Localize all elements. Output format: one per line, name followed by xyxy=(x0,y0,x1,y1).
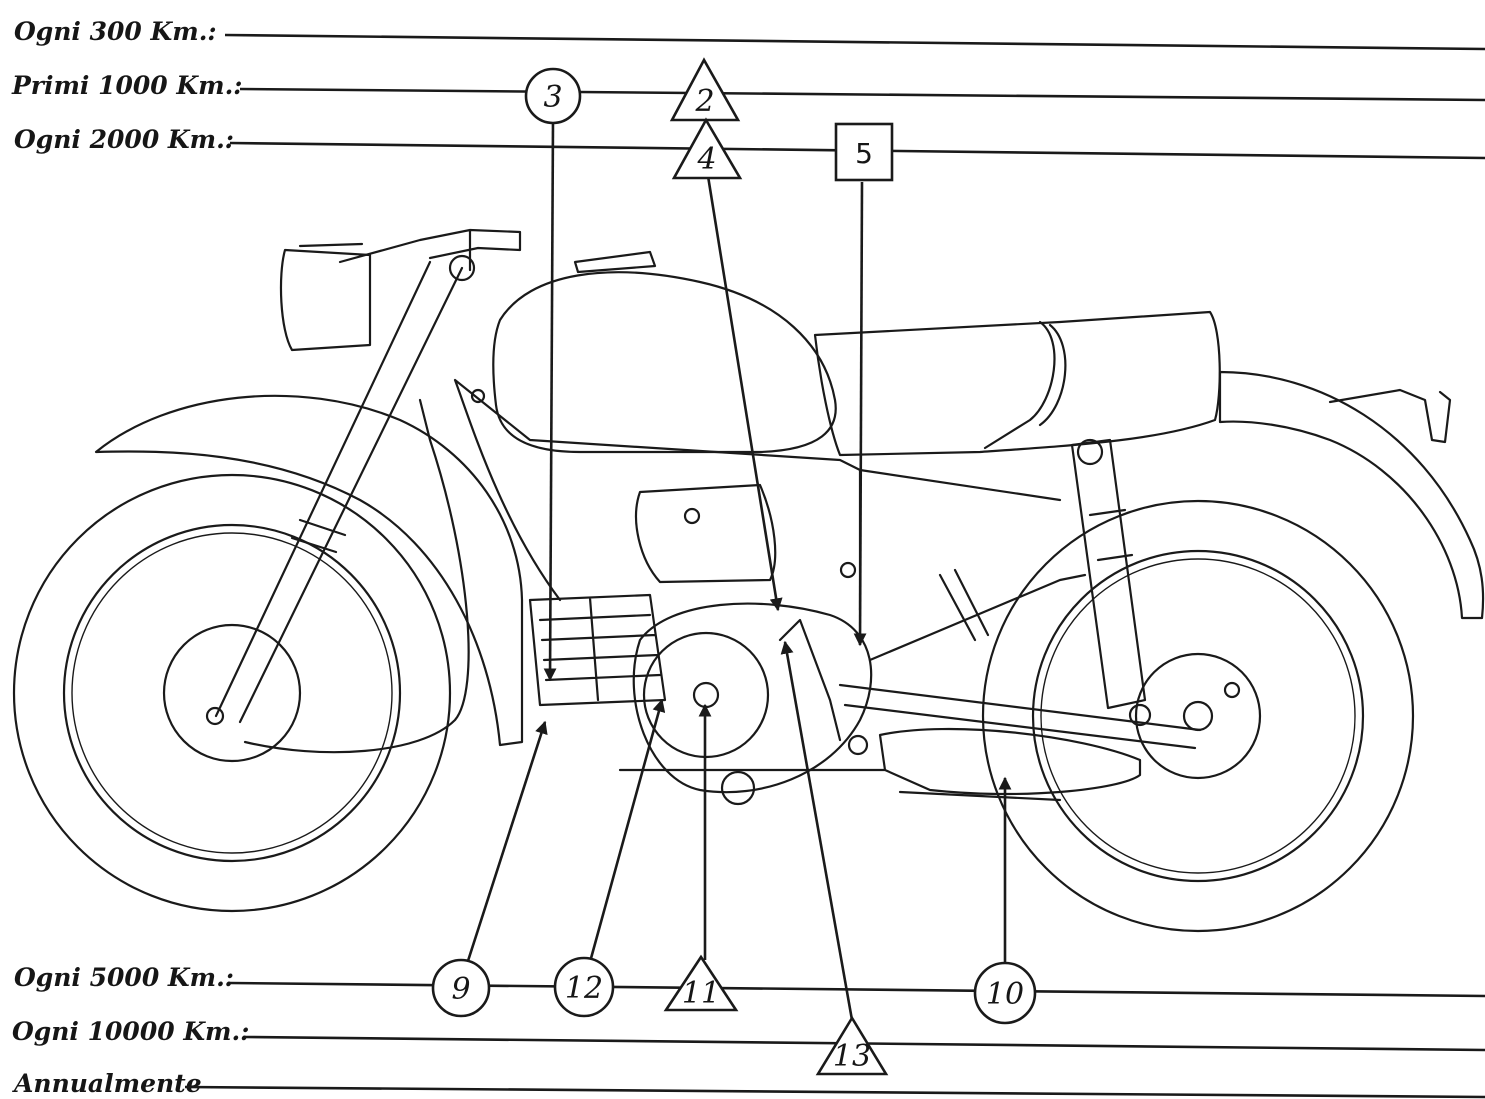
leader-9 xyxy=(465,720,548,965)
rear-wheel xyxy=(981,499,1415,933)
marker-2: 2 xyxy=(669,57,741,122)
leader-4 xyxy=(706,175,783,612)
marker-11: 11 xyxy=(663,954,739,1012)
front-mudguard xyxy=(94,394,524,747)
swing-arm xyxy=(838,573,1202,750)
front-wheel xyxy=(12,473,452,913)
headlamp xyxy=(279,242,372,352)
svg-text:5: 5 xyxy=(855,137,873,170)
marker-10: 10 xyxy=(973,961,1037,1025)
label-first-1000-km: Primi 1000 Km.: xyxy=(11,71,243,100)
rear-mudguard xyxy=(1218,370,1485,620)
svg-text:9: 9 xyxy=(451,972,470,1007)
marker-12: 12 xyxy=(553,956,615,1018)
marker-4: 4 xyxy=(671,117,743,180)
marker-3: 3 xyxy=(524,67,582,125)
svg-text:13: 13 xyxy=(833,1039,871,1074)
line-every-300-km xyxy=(224,33,1485,51)
label-every-300-km: Ogni 300 Km.: xyxy=(14,17,217,46)
fuel-tank xyxy=(492,271,837,454)
marker-13: 13 xyxy=(815,1015,889,1076)
side-panel xyxy=(634,483,777,584)
svg-text:2: 2 xyxy=(694,84,714,119)
leader-12 xyxy=(588,698,666,963)
brake-cable xyxy=(243,398,470,754)
rear-shock xyxy=(1070,438,1147,710)
crankcase xyxy=(632,602,873,794)
line-first-1000-km xyxy=(239,87,1485,102)
markers: 3 2 4 5 9 12 11 10 xyxy=(431,57,1037,1076)
svg-text:4: 4 xyxy=(696,142,716,177)
handlebar xyxy=(338,228,522,272)
leader-3 xyxy=(543,119,557,682)
motorcycle-drawing xyxy=(12,228,1485,933)
front-fork xyxy=(214,260,464,724)
svg-text:10: 10 xyxy=(986,977,1024,1012)
frame xyxy=(453,378,1062,612)
seat xyxy=(813,310,1221,457)
line-every-5000-km xyxy=(229,981,1485,998)
line-annually xyxy=(184,1085,1485,1099)
label-every-2000-km: Ogni 2000 Km.: xyxy=(14,125,234,154)
svg-text:11: 11 xyxy=(682,976,720,1011)
label-every-5000-km: Ogni 5000 Km.: xyxy=(14,963,234,992)
interval-rows: Ogni 300 Km.: Primi 1000 Km.: Ogni 2000 … xyxy=(11,17,1485,1099)
leader-13 xyxy=(780,640,854,1021)
label-every-10000-km: Ogni 10000 Km.: xyxy=(12,1017,249,1046)
exhaust-silencer xyxy=(618,727,1142,802)
marker-9: 9 xyxy=(431,958,491,1018)
svg-text:12: 12 xyxy=(565,971,603,1006)
leader-5 xyxy=(853,181,867,647)
marker-5: 5 xyxy=(834,122,894,182)
label-annually: Annualmente xyxy=(12,1069,202,1098)
leader-lines xyxy=(465,119,1012,1021)
svg-text:3: 3 xyxy=(543,80,562,115)
